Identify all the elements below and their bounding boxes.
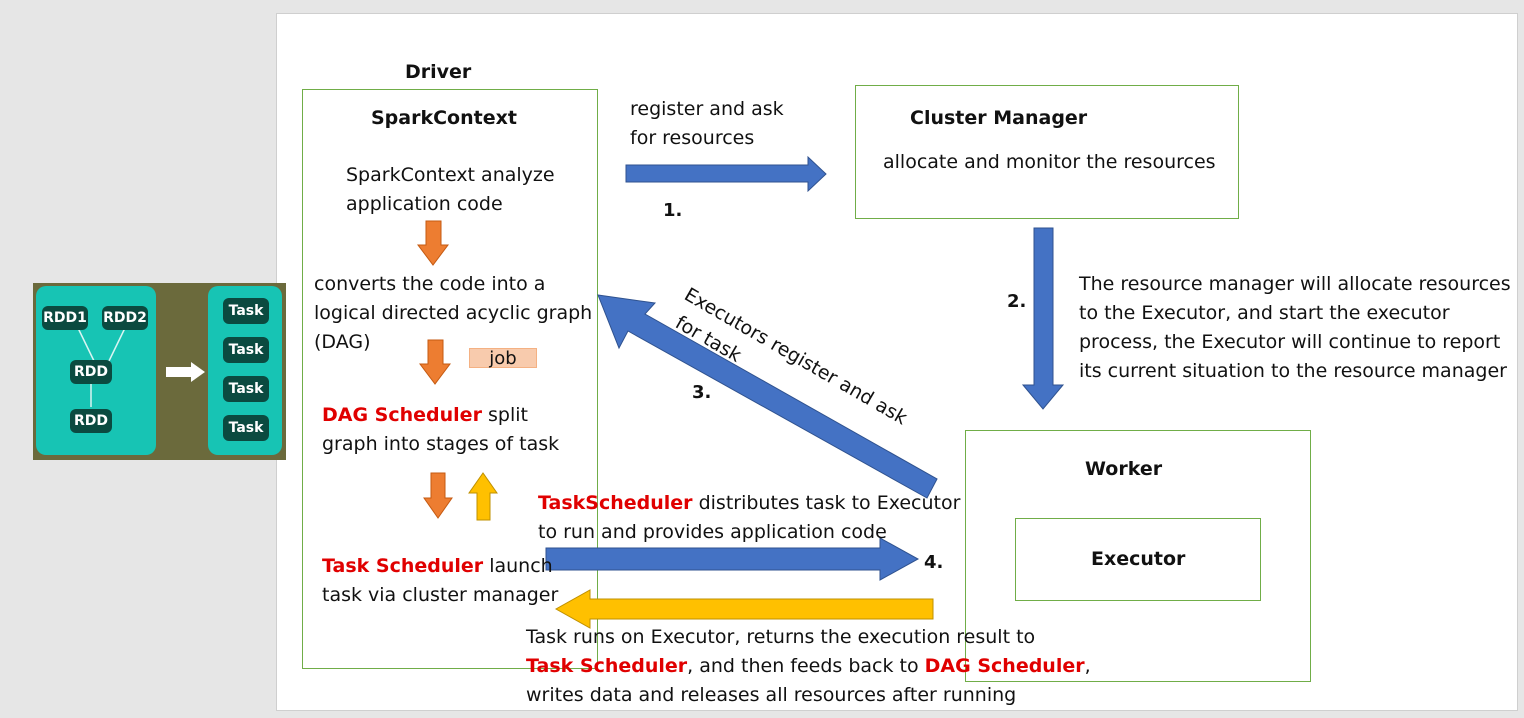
rdd-to-task-thumbnail: RDD1 RDD2 RDD RDD Task Task Task Task bbox=[33, 283, 286, 460]
task-scheduler-rest: launch bbox=[483, 555, 553, 577]
edge-1-label: register and ask for resources bbox=[630, 95, 784, 153]
edge-4-rest: distributes task to Executor bbox=[692, 492, 961, 514]
cluster-manager-box bbox=[855, 85, 1239, 219]
dag-scheduler-line-2: graph into stages of task bbox=[322, 433, 560, 455]
edge-2-number: 2. bbox=[1007, 291, 1027, 312]
cluster-manager-desc: allocate and monitor the resources bbox=[883, 151, 1216, 173]
spark-context-title: SparkContext bbox=[371, 107, 517, 129]
edge-4-label-line-2: to run and provides application code bbox=[538, 521, 887, 543]
dag-scheduler-name: DAG Scheduler bbox=[322, 404, 482, 426]
dag-scheduler-name: DAG Scheduler bbox=[924, 655, 1085, 677]
edge-1-label-line: register and ask bbox=[630, 98, 784, 120]
step-analyze: SparkContext analyze application code bbox=[346, 161, 555, 219]
return-label: Task runs on Executor, returns the execu… bbox=[526, 623, 1091, 710]
step-convert-line: converts the code into a bbox=[314, 273, 546, 295]
step-convert-line: logical directed acyclic graph bbox=[314, 302, 593, 324]
step-convert: converts the code into a logical directe… bbox=[314, 270, 592, 357]
arrow-convert-to-dag bbox=[419, 339, 451, 385]
step-convert-line: (DAG) bbox=[314, 331, 371, 353]
step-analyze-line: SparkContext analyze bbox=[346, 164, 555, 186]
task-scheduler-name: Task Scheduler bbox=[526, 655, 688, 677]
driver-title: Driver bbox=[405, 61, 472, 83]
edge-1-label-line: for resources bbox=[630, 127, 755, 149]
edge-2-label-line: The resource manager will allocate resou… bbox=[1079, 273, 1511, 295]
task-scheduler-line-2: task via cluster manager bbox=[322, 584, 559, 606]
dag-scheduler-rest: split bbox=[481, 404, 528, 426]
rdd-node: RDD bbox=[70, 409, 112, 433]
executor-title: Executor bbox=[1091, 548, 1186, 570]
return-end: , bbox=[1084, 655, 1091, 677]
task-scheduler-line-1: Task Scheduler launch bbox=[322, 552, 558, 581]
job-label: job bbox=[469, 348, 537, 368]
rdd-node: RDD2 bbox=[102, 306, 148, 330]
edge-2-label: The resource manager will allocate resou… bbox=[1079, 270, 1511, 386]
step-dag-scheduler: DAG Scheduler split graph into stages of… bbox=[322, 401, 559, 459]
arrow-task-scheduler-to-dag bbox=[468, 472, 498, 521]
arrow-allocate-executor bbox=[1021, 227, 1065, 410]
step-analyze-line: application code bbox=[346, 193, 503, 215]
dag-scheduler-line-1: DAG Scheduler split bbox=[322, 401, 559, 430]
return-mid: , and then feeds back to bbox=[687, 655, 925, 677]
cluster-manager-title: Cluster Manager bbox=[910, 107, 1088, 129]
worker-title: Worker bbox=[1085, 458, 1163, 480]
rdd-node: RDD bbox=[70, 360, 112, 384]
executor-box bbox=[1015, 518, 1261, 601]
task-node: Task bbox=[223, 298, 269, 324]
task-node: Task bbox=[223, 337, 269, 363]
return-label-line-2: Task Scheduler, and then feeds back to D… bbox=[526, 652, 1091, 681]
edge-3-number: 3. bbox=[692, 382, 712, 403]
step-task-scheduler: Task Scheduler launch task via cluster m… bbox=[322, 552, 558, 610]
arrow-register-resources bbox=[625, 155, 827, 193]
task-scheduler-name: Task Scheduler bbox=[322, 555, 484, 577]
return-label-line-1: Task runs on Executor, returns the execu… bbox=[526, 626, 1036, 648]
edge-2-label-line: to the Executor, and start the executor bbox=[1079, 302, 1450, 324]
arrow-distribute-task bbox=[545, 537, 920, 581]
return-label-line-3: writes data and releases all resources a… bbox=[526, 684, 1017, 706]
driver-box bbox=[302, 89, 598, 669]
arrow-analyze-to-convert bbox=[417, 220, 449, 266]
task-scheduler-name: TaskScheduler bbox=[538, 492, 693, 514]
edge-2-label-line: process, the Executor will continue to r… bbox=[1079, 331, 1501, 353]
arrow-dag-to-task-scheduler bbox=[423, 472, 453, 519]
task-node: Task bbox=[223, 376, 269, 402]
rdd-node: RDD1 bbox=[42, 306, 88, 330]
arrow-executors-register bbox=[597, 294, 938, 499]
edge-4-label-line-1: TaskScheduler distributes task to Execut… bbox=[538, 489, 960, 518]
edge-4-number: 4. bbox=[924, 552, 944, 573]
edge-1-number: 1. bbox=[663, 200, 683, 221]
task-node: Task bbox=[223, 415, 269, 441]
rdd-links bbox=[77, 327, 205, 407]
edge-2-label-line: its current situation to the resource ma… bbox=[1079, 360, 1507, 382]
edge-4-label: TaskScheduler distributes task to Execut… bbox=[538, 489, 960, 547]
arrow-return-result bbox=[554, 589, 934, 629]
